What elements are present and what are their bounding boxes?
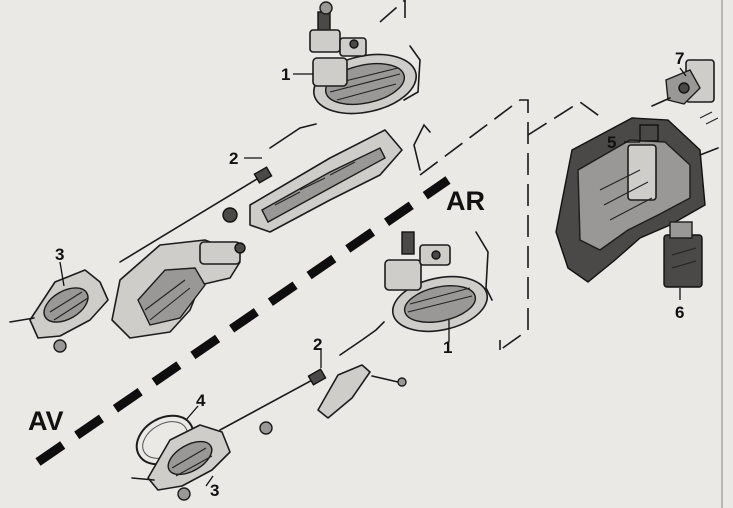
- door-lock-assembly: [555, 117, 719, 283]
- label-part-2-bottom: 2: [313, 335, 322, 354]
- label-part-3-bottom: 3: [210, 481, 219, 500]
- label-part-4: 4: [196, 391, 206, 410]
- outer-handle-front: [384, 231, 489, 333]
- lock-motor-actuator: [663, 221, 703, 288]
- label-part-5: 5: [607, 133, 616, 152]
- rod-2-bottom: [339, 321, 385, 356]
- inner-handle-mechanism-front: [111, 239, 246, 339]
- lock-switch-unit: [651, 59, 719, 125]
- rod-bottom-right: [475, 231, 493, 301]
- label-part-7: 7: [675, 49, 684, 68]
- inner-handle-front-left: [9, 269, 109, 353]
- rear-zone-boundary: [379, 0, 603, 351]
- rod-2-top: [269, 123, 317, 149]
- cable-2-bottom: [219, 377, 317, 431]
- label-part-1-bottom: 1: [443, 338, 452, 357]
- cable-clip-bottom: [307, 368, 327, 386]
- handle-cover-wedge: [317, 364, 407, 419]
- rod-top-right: [403, 45, 421, 101]
- label-rear-zone: AR: [446, 186, 485, 216]
- clip-small: [259, 421, 273, 435]
- inner-handle-front-bottom: [131, 424, 231, 501]
- label-part-6: 6: [675, 303, 684, 322]
- rod-hook: [413, 123, 431, 171]
- label-part-2-top: 2: [229, 149, 238, 168]
- label-front-zone: AV: [28, 406, 64, 436]
- leader-lines: [59, 67, 687, 487]
- label-part-1-top: 1: [281, 65, 290, 84]
- label-part-3-left: 3: [55, 245, 64, 264]
- cable-2-top: [119, 175, 263, 263]
- outer-handle-rear: [309, 1, 417, 115]
- door-reinforcement-bracket: [222, 129, 403, 233]
- front-rear-axis: [35, 176, 451, 466]
- cable-clip-top: [253, 166, 273, 184]
